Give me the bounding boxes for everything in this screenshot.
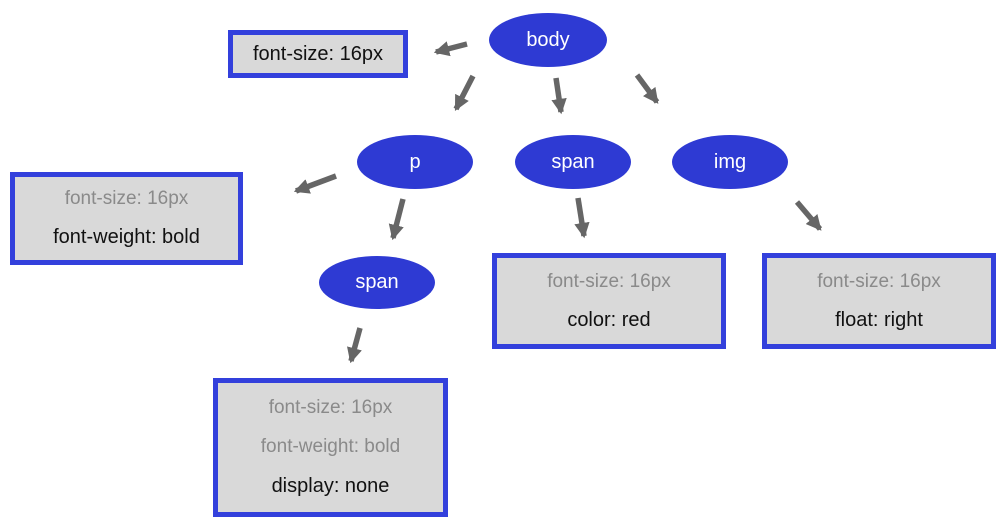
style-rule: font-size: 16px	[252, 42, 384, 65]
arrow-body-to-p	[453, 74, 476, 112]
node-span-child-label: span	[355, 271, 399, 293]
arrow-img-to-img-style	[794, 200, 823, 231]
style-rule: font-weight: bold	[260, 436, 401, 457]
node-img: img	[672, 135, 788, 189]
arrow-p-to-span-child	[388, 198, 406, 241]
style-rule: display: none	[271, 475, 390, 497]
style-rule: font-size: 16px	[817, 270, 941, 292]
style-rule: font-size: 16px	[547, 270, 671, 292]
node-span-child: span	[319, 256, 435, 309]
arrow-p-to-p-style	[293, 173, 337, 194]
style-rule: font-weight: bold	[53, 226, 200, 248]
node-span-label: span	[551, 150, 595, 173]
style-box-p: font-size: 16px font-weight: bold	[10, 172, 243, 265]
style-rule: float: right	[835, 308, 923, 331]
style-box-body: font-size: 16px	[228, 30, 408, 78]
arrow-span-to-span-style	[574, 197, 590, 239]
arrow-span-child-to-span-child-style	[347, 327, 363, 364]
style-box-img: font-size: 16px float: right	[762, 253, 996, 349]
style-rule: color: red	[567, 308, 651, 331]
arrow-body-to-img	[634, 73, 660, 104]
style-box-span: font-size: 16px color: red	[492, 253, 726, 349]
style-rule: font-size: 16px	[268, 397, 393, 418]
node-p-label: p	[409, 150, 421, 173]
style-box-span-child: font-size: 16px font-weight: bold displa…	[213, 378, 448, 517]
arrow-body-to-body-style	[433, 41, 468, 57]
node-body: body	[489, 13, 607, 67]
node-body-label: body	[526, 28, 570, 51]
node-img-label: img	[713, 150, 747, 173]
node-p: p	[357, 135, 473, 189]
node-span: span	[515, 135, 631, 189]
arrow-body-to-span	[551, 77, 567, 115]
style-rule: font-size: 16px	[64, 188, 189, 209]
